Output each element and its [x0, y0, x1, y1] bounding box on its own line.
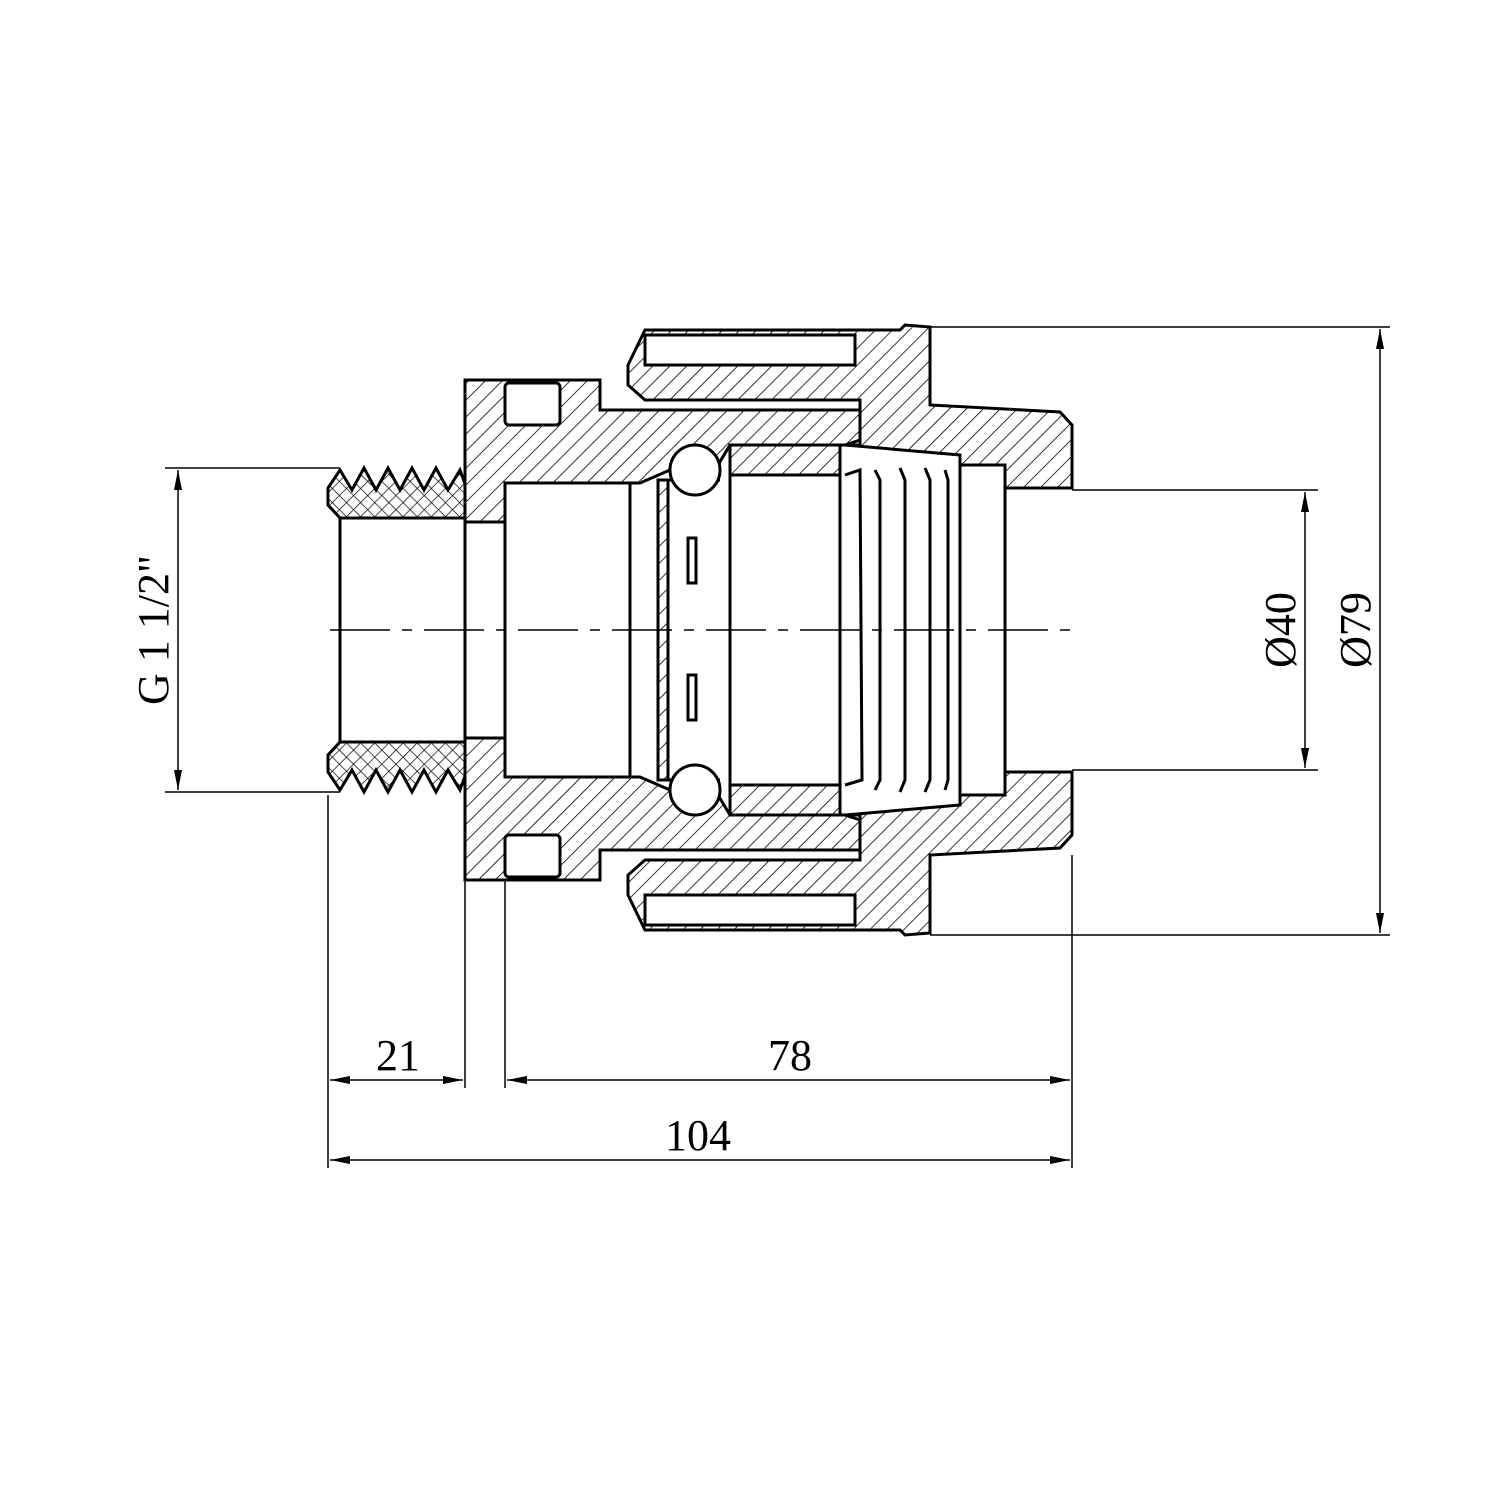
- slot-bottom: [503, 833, 562, 879]
- sleeve-slot-top: [686, 536, 698, 585]
- thread-bottom: [326, 740, 467, 796]
- slot-top: [503, 381, 562, 427]
- collet-top: [728, 443, 842, 477]
- o-ring-top: [668, 443, 722, 497]
- thread-length-label: 21: [376, 1031, 420, 1080]
- part-outline: [326, 323, 1074, 937]
- nut-recess-top: [643, 333, 857, 367]
- body-length-label: 78: [768, 1031, 812, 1080]
- o-ring-bottom: [668, 763, 722, 817]
- inner-diameter-label: Ø40: [1256, 592, 1305, 668]
- extension-lines: [165, 326, 1390, 1168]
- sleeve-slot-bottom: [686, 673, 698, 722]
- total-length-label: 104: [665, 1111, 731, 1160]
- collet-bottom: [728, 783, 842, 817]
- outer-diameter-label: Ø79: [1331, 592, 1380, 668]
- thread-top: [326, 464, 467, 520]
- thread-size-label: G 1 1/2": [129, 555, 178, 705]
- nut-recess-bottom: [643, 893, 857, 927]
- dimension-lines: [174, 329, 1384, 1164]
